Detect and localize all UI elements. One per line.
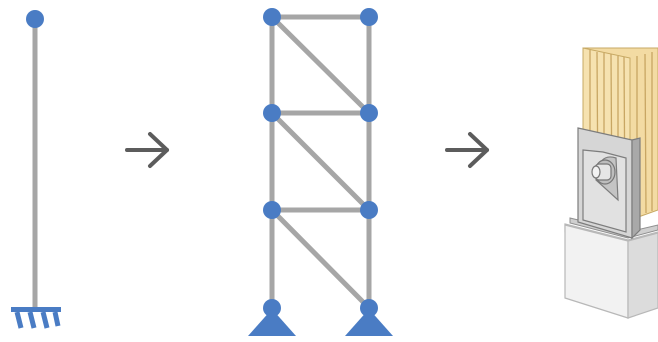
bolt-icon	[591, 159, 616, 185]
frame-nodes	[263, 8, 378, 317]
node	[360, 8, 378, 26]
timber-post-base-connection	[564, 47, 658, 319]
arrow-right-icon	[445, 132, 489, 168]
node	[263, 8, 281, 26]
node	[360, 299, 378, 317]
node	[263, 201, 281, 219]
node	[263, 104, 281, 122]
node	[360, 104, 378, 122]
fixed-support-icon	[11, 307, 61, 329]
arrow-right-icon	[125, 132, 169, 168]
pinned-support-icon	[248, 309, 393, 336]
frame-members	[269, 14, 372, 311]
braced-frame	[248, 8, 393, 336]
node	[263, 299, 281, 317]
node	[360, 201, 378, 219]
top-node	[26, 10, 44, 28]
cantilever-column	[11, 10, 61, 329]
concrete-pedestal	[564, 223, 658, 319]
